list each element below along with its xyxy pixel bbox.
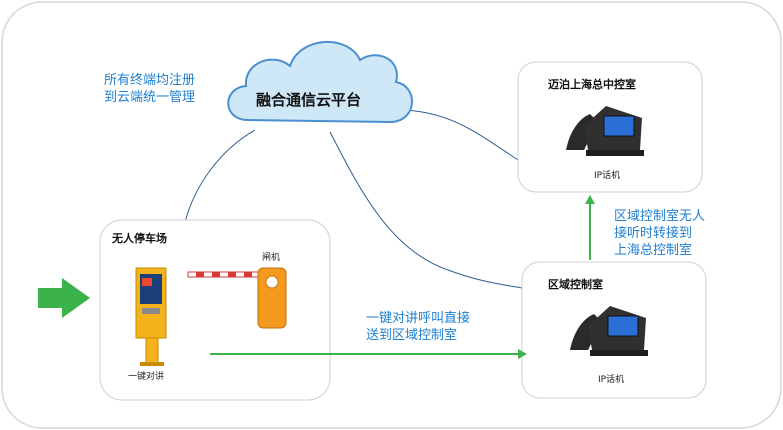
cloud-label: 融合通信云平台 bbox=[256, 91, 362, 109]
barrier-label: 闸机 bbox=[262, 253, 281, 263]
hq-title: 迈泊上海总中控室 bbox=[548, 78, 636, 91]
barrier-gate-icon bbox=[187, 267, 287, 329]
link-cloud-regional bbox=[329, 131, 523, 289]
note-register-line1: 所有终端均注册 bbox=[104, 73, 196, 88]
link-cloud-hq bbox=[397, 109, 519, 161]
entry-arrow-icon bbox=[38, 278, 90, 318]
note-transfer-line2: 接听时转接到 bbox=[614, 226, 693, 241]
note-call-line2: 送到区域控制室 bbox=[366, 328, 458, 343]
note-transfer-line1: 区域控制室无人 bbox=[614, 209, 706, 224]
parking-title: 无人停车场 bbox=[112, 232, 167, 245]
intercom-label: 一键对讲 bbox=[128, 372, 165, 382]
regional-phone-label: IP话机 bbox=[598, 375, 625, 385]
intercom-kiosk-icon bbox=[135, 267, 167, 366]
link-cloud-parking bbox=[184, 129, 256, 223]
hq-phone-label: IP话机 bbox=[594, 171, 621, 181]
regional-ip-phone-icon bbox=[570, 306, 648, 356]
transfer-route-arrowhead bbox=[585, 195, 595, 204]
call-route-arrowhead bbox=[518, 349, 527, 359]
hq-ip-phone-icon bbox=[566, 106, 644, 156]
cloud-platform bbox=[227, 40, 413, 124]
note-call-line1: 一键对讲呼叫直接 bbox=[366, 311, 471, 326]
note-register-line2: 到云端统一管理 bbox=[104, 90, 196, 105]
note-transfer-line3: 上海总控制室 bbox=[614, 243, 693, 258]
regional-title: 区域控制室 bbox=[548, 278, 603, 291]
